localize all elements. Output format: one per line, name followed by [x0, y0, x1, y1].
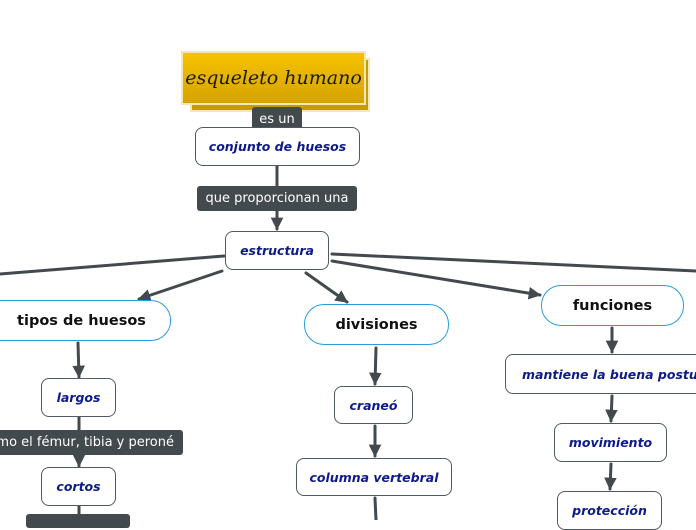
topic-divisiones[interactable]: divisiones: [304, 304, 449, 345]
topic-divisiones-text: divisiones: [335, 316, 418, 333]
node-conjunto-de-huesos[interactable]: conjunto de huesos: [195, 127, 360, 166]
connector-estructura-funciones: [330, 259, 542, 300]
node-cortos-text: cortos: [56, 479, 101, 494]
node-estructura-text: estructura: [240, 243, 314, 258]
link-label-partial-bottom[interactable]: [26, 514, 130, 528]
connector-estructura-tipos: [137, 269, 224, 302]
topic-funciones-text: funciones: [572, 297, 653, 314]
link-label-femur[interactable]: mo el fémur, tibia y peroné: [0, 430, 183, 455]
node-craneo[interactable]: craneó: [334, 386, 413, 424]
connector-columna-below: [373, 496, 378, 520]
root-node[interactable]: esqueleto humano: [181, 51, 366, 105]
node-largos-text: largos: [56, 390, 101, 405]
node-movimiento[interactable]: movimiento: [554, 423, 667, 462]
connector-estructura-right-offscreen: [330, 252, 696, 273]
node-mantiene-buena-postura[interactable]: mantiene la buena postura: [505, 354, 696, 394]
connector-movimiento-proteccion: [604, 462, 617, 491]
connector-tipos-largos: [72, 341, 85, 379]
connector-postura-movimiento: [605, 394, 618, 423]
topic-tipos-de-huesos-text: tipos de huesos: [17, 312, 146, 329]
connector-estructura-divisiones: [304, 271, 349, 304]
node-cortos[interactable]: cortos: [41, 467, 116, 506]
link-label-es-un-text: es un: [259, 111, 295, 127]
link-label-que-proporcionan-text: que proporcionan una: [205, 191, 349, 206]
connector-divisiones-craneo: [369, 346, 382, 386]
topic-tipos-de-huesos[interactable]: tipos de huesos: [0, 300, 171, 341]
node-columna-vertebral-text: columna vertebral: [309, 469, 439, 485]
root-node-text: esqueleto humano: [185, 67, 362, 89]
topic-funciones[interactable]: funciones: [541, 285, 684, 326]
node-conjunto-de-huesos-text: conjunto de huesos: [208, 139, 347, 154]
link-label-que-proporcionan[interactable]: que proporcionan una: [197, 186, 357, 211]
node-estructura[interactable]: estructura: [225, 231, 329, 270]
link-label-femur-text: mo el fémur, tibia y peroné: [0, 435, 174, 450]
node-largos[interactable]: largos: [41, 378, 116, 417]
node-movimiento-text: movimiento: [568, 435, 653, 450]
node-craneo-text: craneó: [349, 397, 398, 413]
node-proteccion-text: protección: [572, 503, 647, 518]
node-proteccion[interactable]: protección: [557, 491, 662, 530]
node-mantiene-buena-postura-text: mantiene la buena postura: [522, 366, 696, 382]
connector-estructura-left-offscreen: [0, 254, 226, 276]
node-columna-vertebral[interactable]: columna vertebral: [296, 458, 452, 496]
